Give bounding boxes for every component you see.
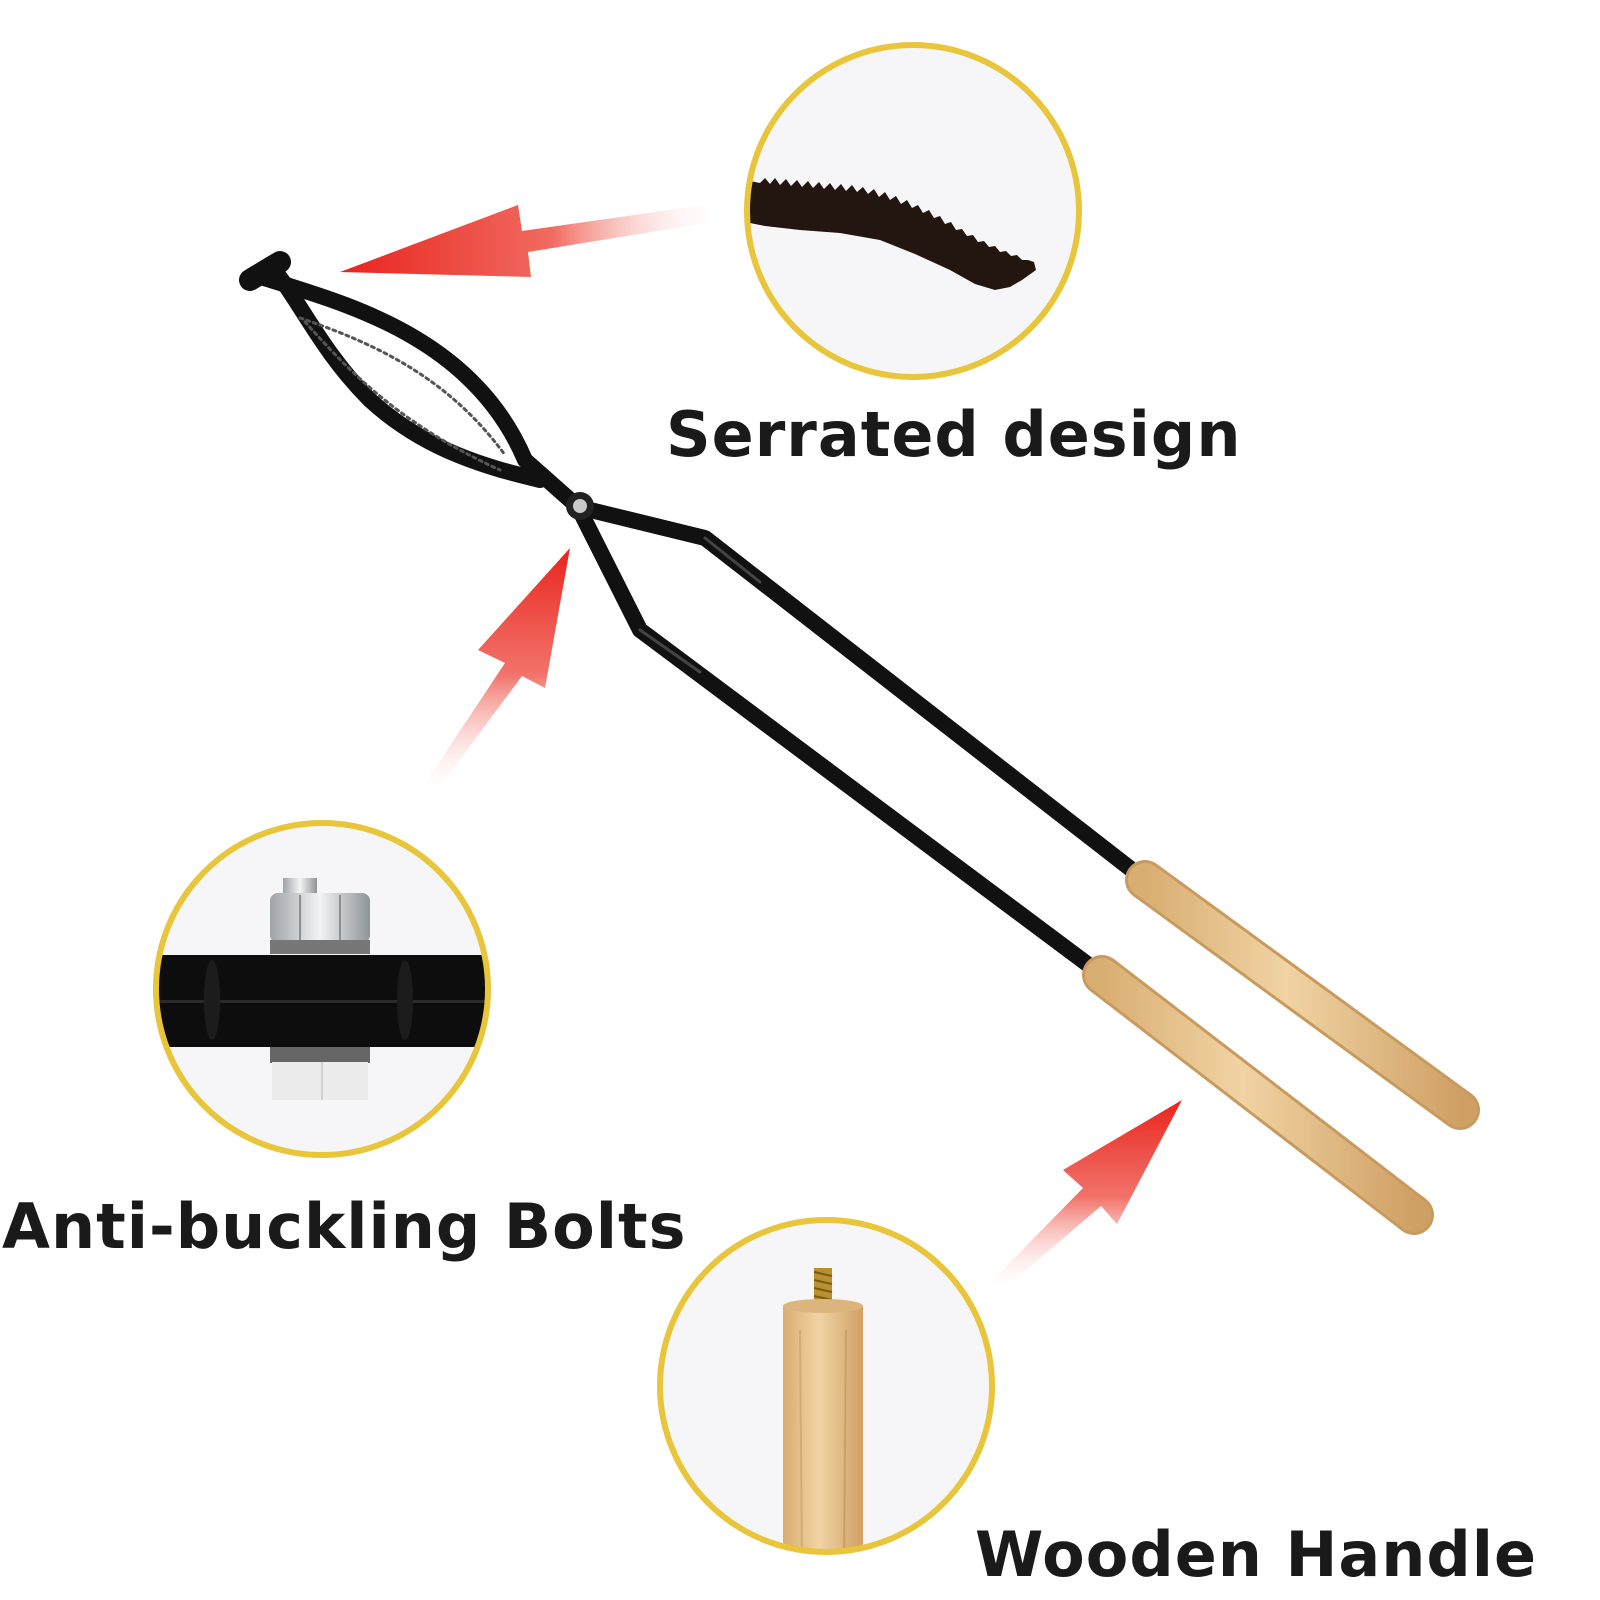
wooden-handle-label: Wooden Handle xyxy=(975,1518,1538,1591)
wooden-handle-closeup-icon xyxy=(657,1217,995,1555)
tong-arms xyxy=(570,499,1153,983)
pivot-bolt xyxy=(566,492,594,520)
serrated-design-label: Serrated design xyxy=(666,398,1242,471)
hex-bolt-closeup-icon xyxy=(153,820,491,1158)
tong-jaws xyxy=(239,251,586,515)
anti-buckling-bolts-label: Anti-buckling Bolts xyxy=(2,1190,687,1263)
arrow-to-jaw-tips xyxy=(340,202,726,277)
serrated-jaw-closeup-icon xyxy=(744,42,1082,380)
wooden-handles xyxy=(1082,860,1480,1235)
arrow-to-pivot-bolt xyxy=(418,548,570,800)
arrow-to-wooden-handle xyxy=(988,1100,1182,1295)
